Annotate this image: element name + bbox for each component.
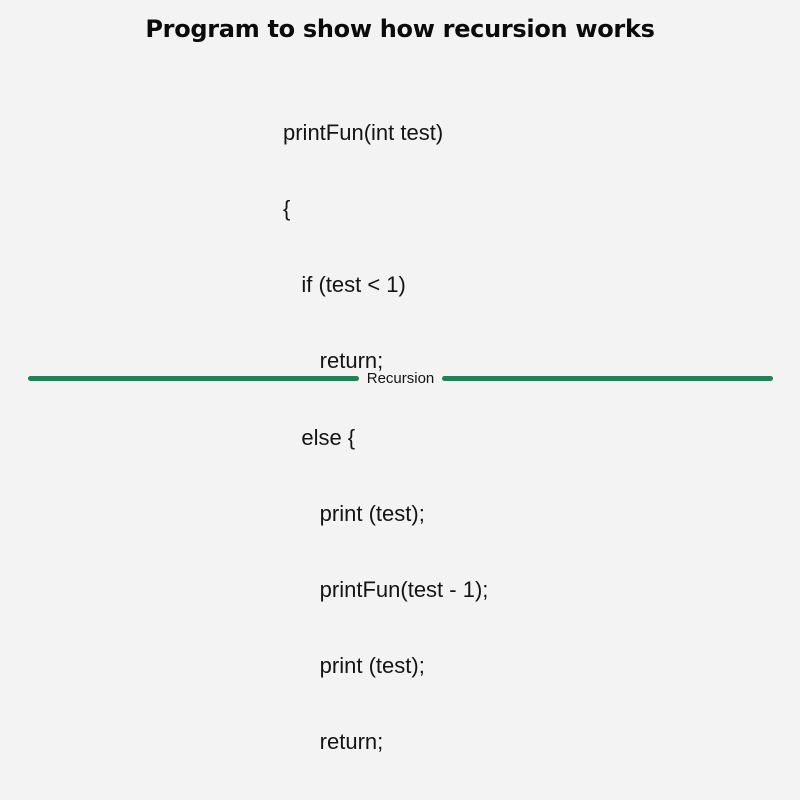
code-line: return; [283, 729, 384, 755]
footer-label: Recursion [366, 369, 435, 387]
code-line: { [283, 196, 291, 222]
code-line: printFun(int test) [283, 119, 444, 145]
code-line: printFun(test - 1); [283, 577, 489, 603]
code-line: return; [283, 348, 384, 374]
footer-caption: Recursion [28, 368, 773, 388]
code-line: print (test); [283, 500, 425, 526]
code-line: print (test); [283, 653, 425, 679]
page-title: Program to show how recursion works [145, 15, 655, 43]
code-line: if (test < 1) [283, 272, 406, 298]
code-block: printFun(int test) { if (test < 1) retur… [283, 69, 488, 800]
code-line: else { [283, 424, 356, 450]
left-divider-rule [28, 375, 359, 381]
right-divider-rule [442, 375, 773, 381]
